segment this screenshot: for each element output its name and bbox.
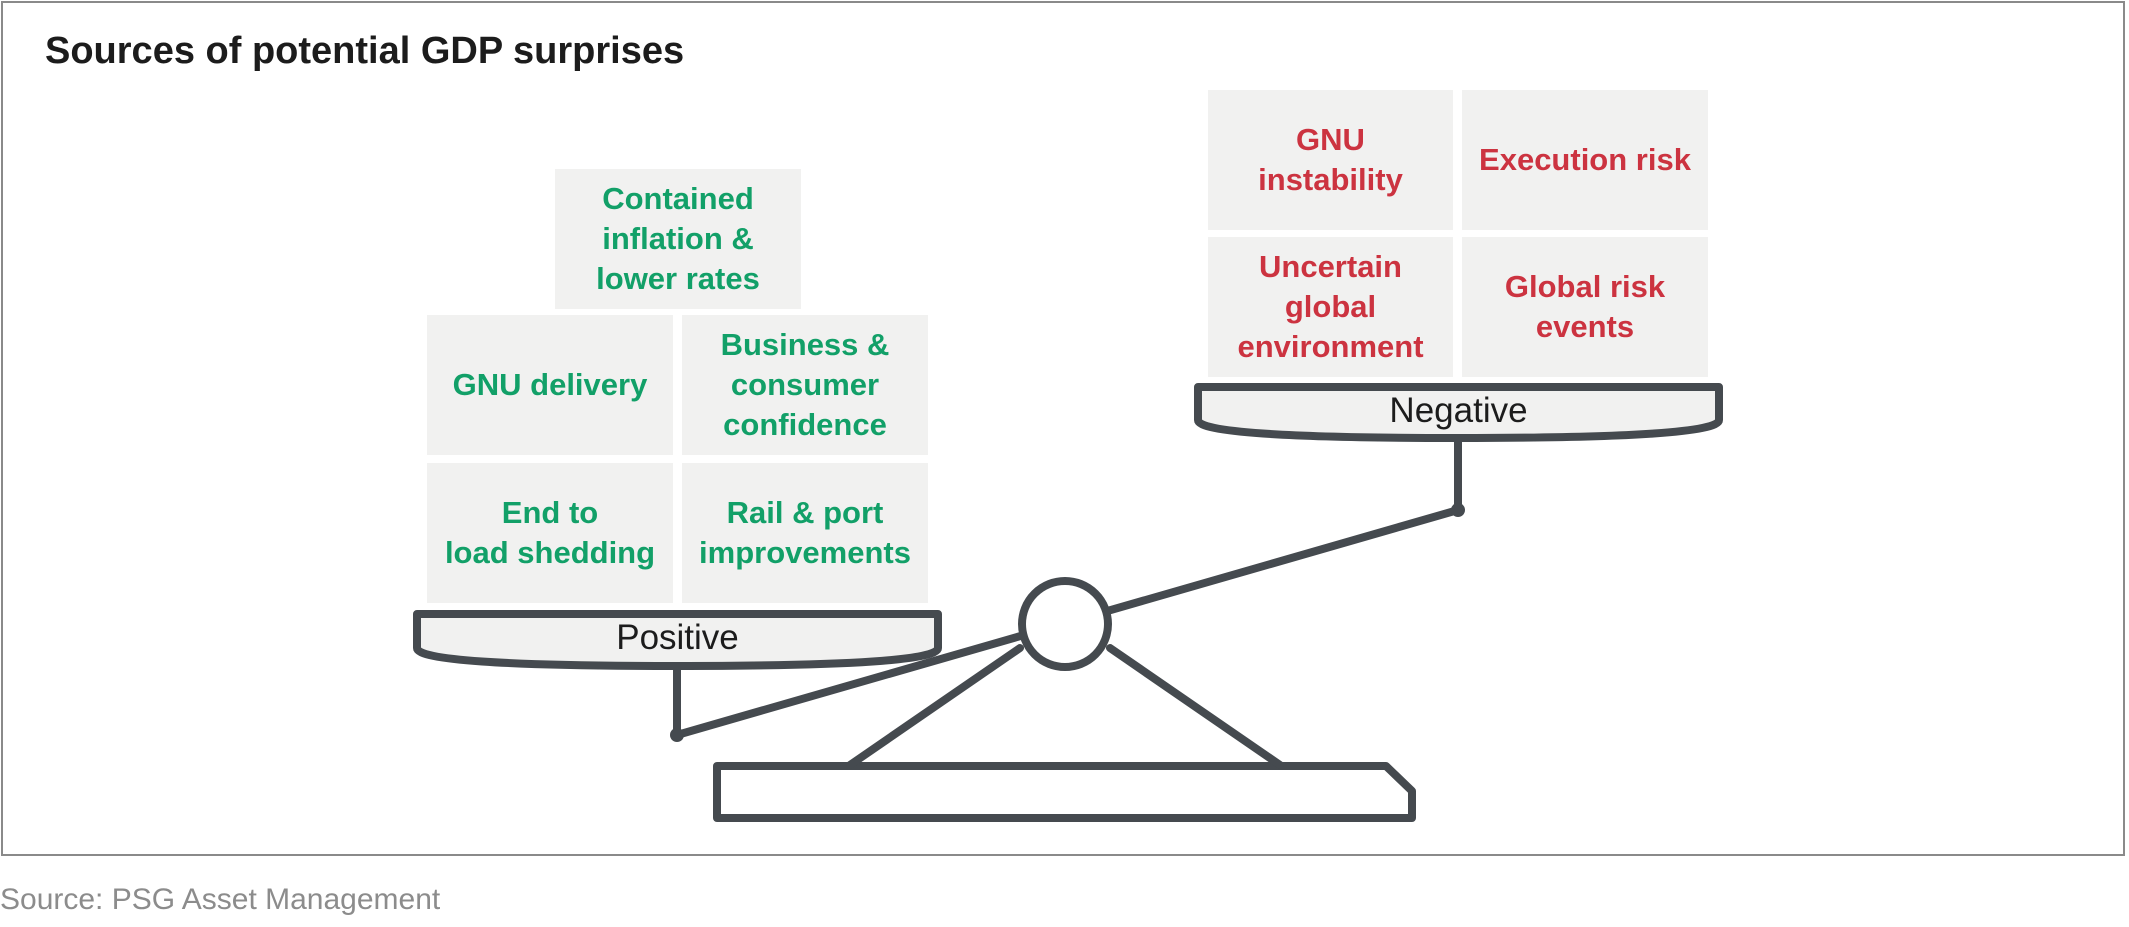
negative-hanger-joint — [1451, 503, 1465, 517]
source-note: Source: PSG Asset Management — [0, 883, 441, 916]
scale-leg-right — [1106, 644, 1284, 769]
negative-pan — [1194, 383, 1723, 442]
chart-title: Sources of potential GDP surprises — [45, 30, 685, 72]
positive-item-confidence: Business & consumer confidence — [682, 315, 928, 455]
positive-pan — [413, 610, 942, 670]
chart-frame — [1, 1, 2125, 856]
negative-item-gnu-instability: GNU instability — [1208, 90, 1453, 230]
negative-pan-label: Negative — [1389, 391, 1528, 430]
negative-item-global-risk-events: Global risk events — [1462, 237, 1708, 377]
positive-item-gnu-delivery: GNU delivery — [427, 315, 673, 455]
scale-base — [713, 762, 1416, 822]
positive-item-contained-inflation: Contained inflation & lower rates — [555, 169, 801, 309]
negative-item-execution-risk: Execution risk — [1462, 90, 1708, 230]
positive-item-load-shedding: End to load shedding — [427, 463, 673, 603]
positive-item-rail-port: Rail & port improvements — [682, 463, 928, 603]
positive-pan-label: Positive — [616, 618, 739, 657]
scale-leg-left — [846, 644, 1024, 769]
positive-hanger-joint — [670, 728, 684, 742]
negative-item-uncertain-global: Uncertain global environment — [1208, 237, 1453, 377]
scale-pivot — [1018, 577, 1112, 671]
